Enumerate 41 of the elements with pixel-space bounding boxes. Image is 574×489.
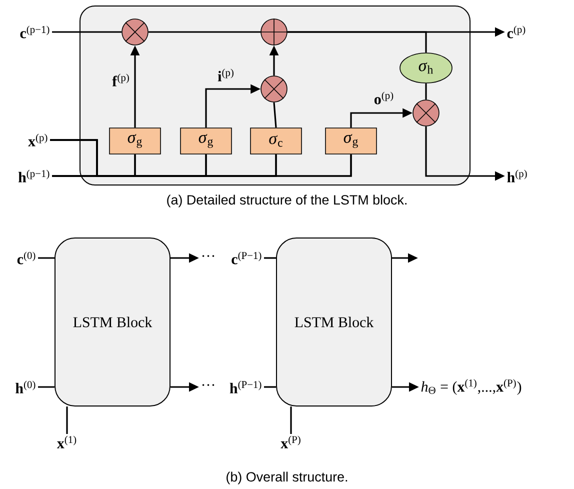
variable-label: x$^{(1)}$ — [56, 436, 76, 448]
lstm-block: LSTM Block — [54, 238, 170, 406]
variable-label: c$^{(p−1)}$ — [20, 26, 50, 38]
lstm-block: LSTM Block — [276, 238, 392, 406]
variable-label: h$_{Θ}$ = (x$^{(1)}$,...,x$^{(P)}$) — [421, 379, 522, 395]
ellipsis: ··· — [202, 384, 214, 386]
gate-box: σ$_{g}$ — [325, 128, 377, 154]
multiply-symbol — [260, 76, 288, 102]
caption: (a) Detailed structure of the LSTM block. — [167, 194, 406, 208]
multiply-symbol — [122, 18, 148, 46]
edge-label: f$^{(p)}$ — [112, 74, 129, 86]
gate-box: σ$_{g}$ — [109, 128, 161, 154]
connector-line — [287, 31, 427, 53]
variable-label: h$^{(p−1)}$ — [18, 170, 50, 182]
connector-line — [38, 386, 54, 388]
variable-label: x$^{(p)}$ — [28, 134, 48, 146]
connector-line — [425, 83, 427, 100]
variable-label: c$^{(p)}$ — [507, 26, 526, 38]
connector-line — [148, 31, 261, 33]
gate-box: σ$_{c}$ — [250, 128, 302, 154]
connector-line — [66, 406, 68, 434]
connector-line — [264, 257, 276, 259]
variable-label: h$^{(0)}$ — [16, 380, 36, 394]
variable-label: h$^{(p)}$ — [507, 170, 527, 182]
ellipsis: ··· — [202, 255, 214, 257]
variable-label: h$^{(P−1)}$ — [230, 380, 262, 394]
add-symbol — [260, 18, 288, 46]
connector-line — [50, 139, 352, 177]
variable-label: c$^{(0)}$ — [17, 252, 36, 264]
connector-line — [264, 386, 276, 388]
connector-line — [273, 102, 277, 128]
variable-label: c$^{(P−1)}$ — [232, 252, 262, 264]
caption: (b) Overall structure. — [226, 472, 348, 484]
edge-label: i$^{(p)}$ — [218, 68, 234, 82]
gate-box: σ$_{g}$ — [180, 128, 232, 154]
connector-line — [52, 31, 122, 33]
multiply-symbol — [412, 100, 440, 126]
variable-label: x$^{(P)}$ — [280, 436, 300, 448]
connector-line — [290, 406, 292, 434]
edge-label: o$^{(p)}$ — [374, 92, 394, 104]
connector-line — [38, 257, 54, 259]
